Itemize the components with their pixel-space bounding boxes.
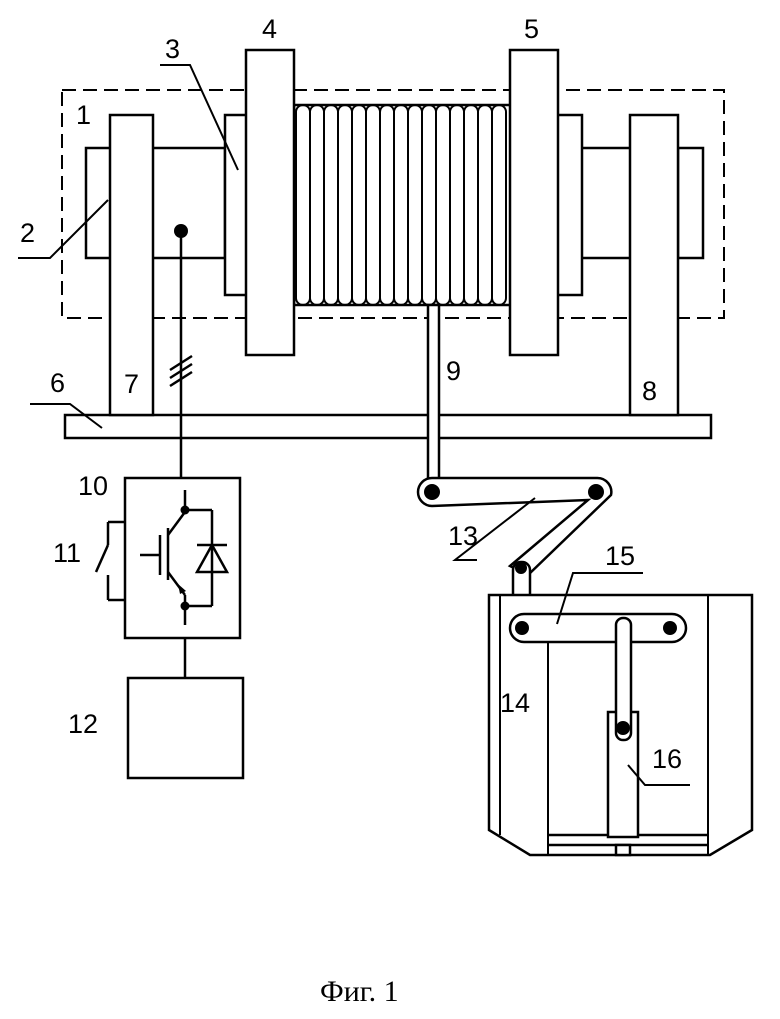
right-shaft [580,148,632,258]
left-end-cap [86,148,111,258]
label-11: 11 [53,538,81,568]
right-end-cap [678,148,703,258]
cable-rod [428,305,439,493]
label-15: 15 [605,541,635,571]
label-3: 3 [165,34,180,64]
switch-symbol [96,522,125,600]
figure-caption: Фиг. 1 [320,975,399,1008]
label-13: 13 [448,521,478,551]
shaft-terminal-dot [174,224,188,238]
left-hub [225,115,248,295]
label-6: 6 [50,368,65,398]
label-12: 12 [68,709,98,739]
label-1: 1 [76,100,91,130]
cross-bar [510,614,686,642]
power-source-box [128,678,243,778]
label-14: 14 [500,688,530,718]
label-10: 10 [78,471,108,501]
label-8: 8 [642,376,657,406]
label-9: 9 [446,356,461,386]
label-5: 5 [524,14,539,44]
right-hub [556,115,582,295]
drum-core [294,105,512,305]
left-flange [246,50,294,355]
right-flange [510,50,558,355]
label-4: 4 [262,14,277,44]
label-16: 16 [652,744,682,774]
label-2: 2 [20,218,35,248]
left-shaft [152,148,225,258]
right-support [630,115,678,415]
base-plate [65,415,711,438]
label-7: 7 [124,369,139,399]
lever-linkage [418,478,611,575]
converter-box [125,478,240,638]
